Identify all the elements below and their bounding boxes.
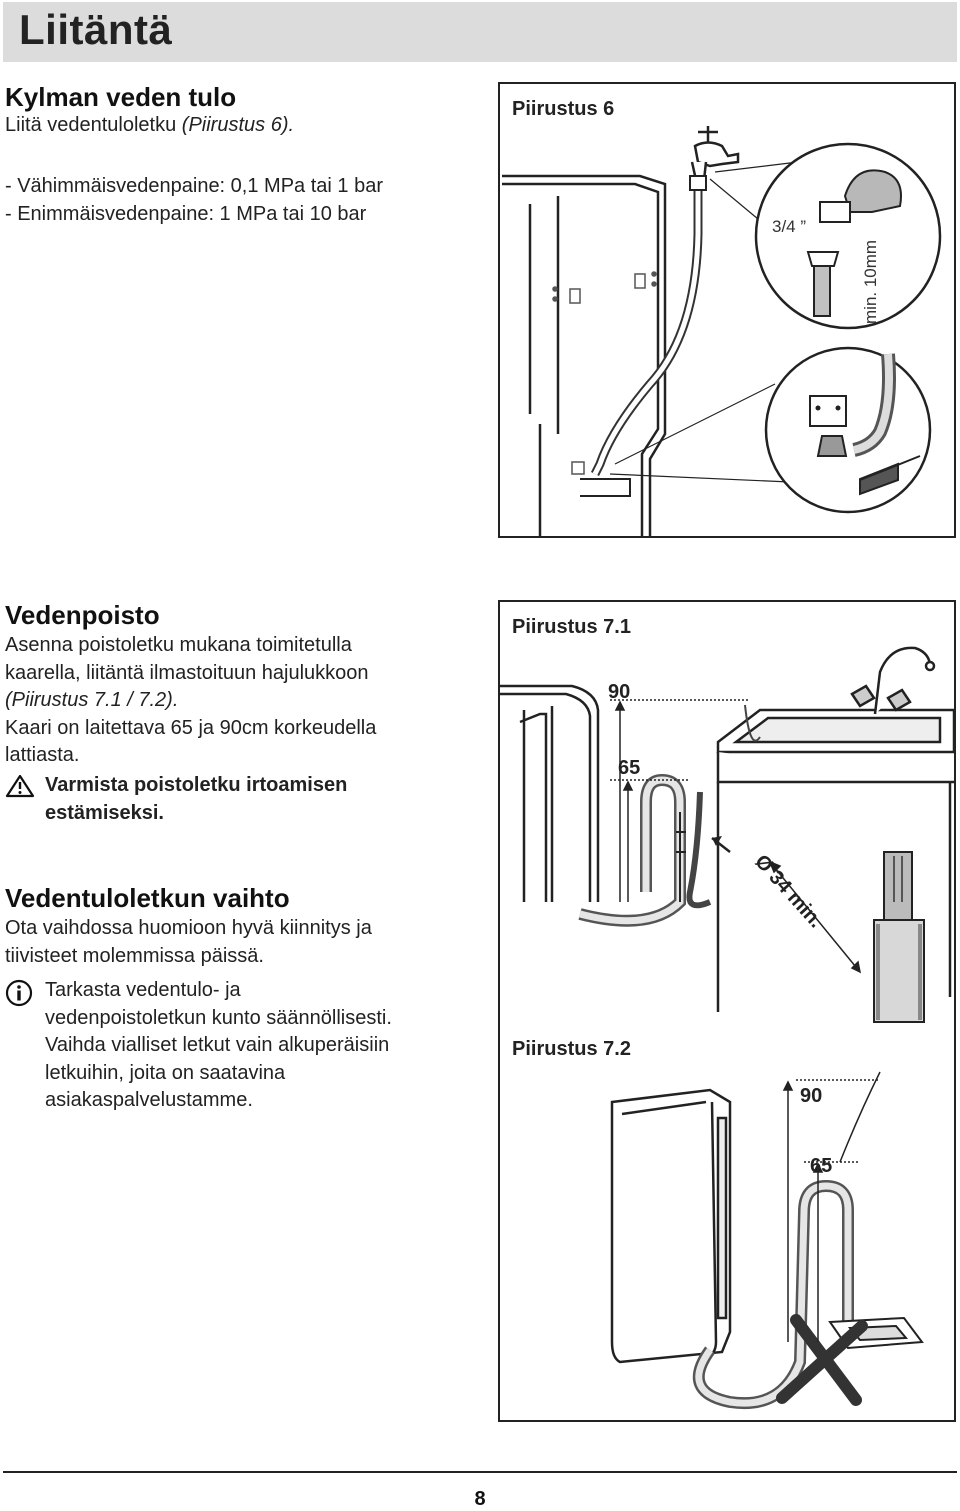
- hose-replace-line-1: Ota vaihdossa huomioon hyvä kiinnitys ja: [5, 917, 372, 939]
- header-bar: Liitäntä: [3, 2, 957, 62]
- hose-replace-info-2: vedenpoistoletkun kunto säännöllisesti.: [45, 1006, 392, 1029]
- figure-6: Piirustus 6: [498, 82, 956, 538]
- figure-7-drawing: 90 65 Ø 34 min.: [500, 646, 954, 1410]
- figure-7-1-diameter-label: Ø 34 min.: [750, 851, 827, 933]
- hose-replace-heading: Vedentuloletkun vaihto: [5, 883, 290, 913]
- figure-6-drawing: 3/4 ” min. 10mm: [502, 126, 942, 536]
- page-number: 8: [474, 1488, 486, 1510]
- hose-replace-info-3: Vaihda vialliset letkut vain alkuperäisi…: [45, 1034, 390, 1056]
- footer-rule: [3, 1471, 957, 1473]
- figure-6-label: Piirustus 6: [512, 98, 615, 120]
- drain-warning-line-1: Varmista poistoletku irtoamisen: [45, 774, 348, 796]
- figure-7-1-label-90: 90: [608, 681, 630, 703]
- figure-7-2-label-90: 90: [800, 1085, 822, 1107]
- drain-line-4: lattiasta.: [5, 744, 80, 766]
- info-circle-icon: [5, 979, 33, 1012]
- drain-line-1: Asenna poistoletku mukana toimitetulla: [5, 634, 352, 656]
- figure-7: Piirustus 7.1 Piirustus 7.2: [498, 600, 956, 1422]
- page-title: Liitäntä: [19, 6, 173, 53]
- min-pressure: - Vähimmäisvedenpaine: 0,1 MPa tai 1 bar: [5, 175, 383, 197]
- cold-water-intro: Liitä vedentuloletku: [5, 114, 177, 136]
- figure-6-thread-label: 3/4 ”: [772, 217, 806, 236]
- figure-7-2-label: Piirustus 7.2: [512, 1038, 631, 1060]
- hose-replace-info: Tarkasta vedentulo- ja vedenpoistoletkun…: [45, 977, 475, 1115]
- hose-replace-text: Ota vaihdossa huomioon hyvä kiinnitys ja…: [5, 915, 475, 970]
- hose-replace-info-5: asiakaspalvelustamme.: [45, 1089, 253, 1111]
- hose-replace-line-2: tiivisteet molemmissa päissä.: [5, 944, 264, 967]
- drain-warning-line-2: estämiseksi.: [45, 801, 164, 824]
- figure-7-1-label-65: 65: [618, 757, 640, 779]
- cold-water-heading: Kylman veden tulo: [5, 82, 237, 112]
- drain-heading: Vedenpoisto: [5, 600, 160, 630]
- drain-warning: Varmista poistoletku irtoamisen estämise…: [45, 772, 347, 827]
- hose-replace-info-4: letkuihin, joita on saatavina: [45, 1061, 286, 1084]
- warning-triangle-icon: [5, 774, 35, 803]
- drain-line-2: kaarella, liitäntä ilmastoituun hajulukk…: [5, 661, 369, 684]
- cold-water-text: Liitä vedentuloletku (Piirustus 6).: [5, 112, 294, 140]
- cold-water-ref: (Piirustus 6).: [181, 114, 295, 136]
- figure-7-1-label: Piirustus 7.1: [512, 616, 631, 638]
- drain-ref: (Piirustus 7.1 / 7.2).: [5, 689, 179, 711]
- drain-line-3: Kaari on laitettava 65 ja 90cm korkeudel…: [5, 716, 377, 739]
- max-pressure: - Enimmäisvedenpaine: 1 MPa tai 10 bar: [5, 202, 367, 225]
- figure-6-min-gap-label: min. 10mm: [861, 240, 880, 324]
- drain-text: Asenna poistoletku mukana toimitetulla k…: [5, 632, 475, 770]
- hose-replace-info-1: Tarkasta vedentulo- ja: [45, 979, 241, 1001]
- figure-7-2-label-65: 65: [810, 1155, 832, 1177]
- pressure-list: - Vähimmäisvedenpaine: 0,1 MPa tai 1 bar…: [5, 173, 383, 228]
